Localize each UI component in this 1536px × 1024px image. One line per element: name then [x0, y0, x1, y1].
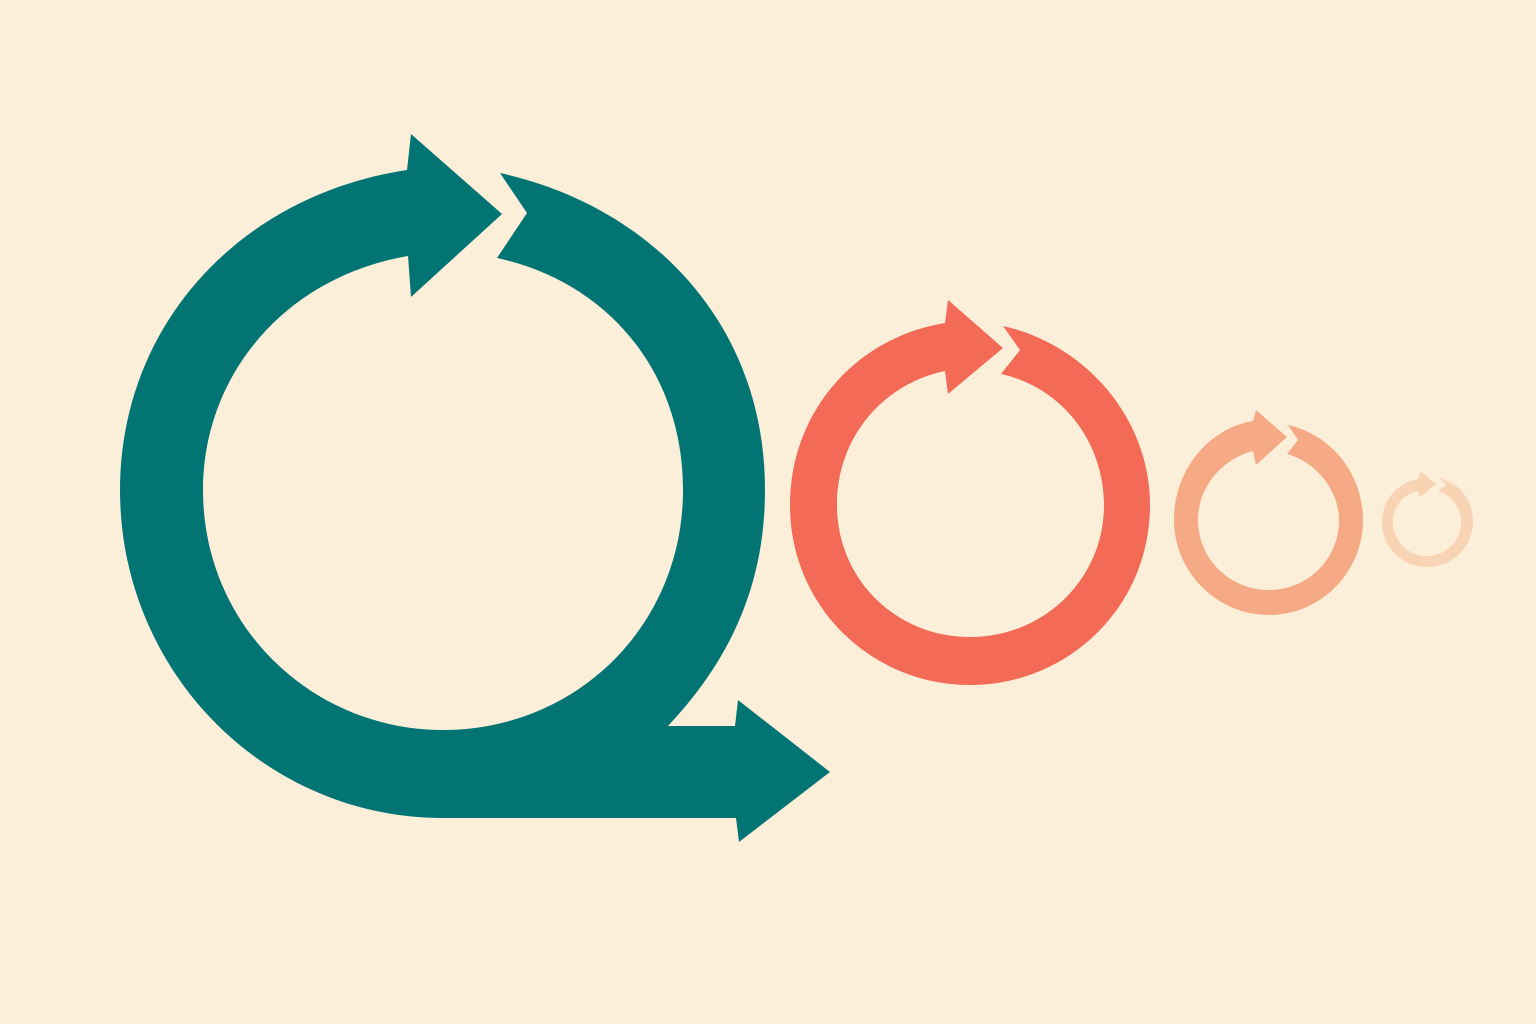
small-cycle-refresh-icon: [1174, 410, 1363, 615]
small-cycle-ring: [1174, 410, 1363, 615]
tiny-cycle-refresh-icon: [1382, 471, 1473, 567]
tiny-cycle-ring: [1382, 471, 1473, 567]
medium-cycle-refresh-icon: [790, 300, 1150, 685]
large-cycle-exit-arrow-icon: [120, 134, 830, 842]
large-cycle-ring: [120, 134, 830, 842]
medium-cycle-ring: [790, 300, 1150, 685]
